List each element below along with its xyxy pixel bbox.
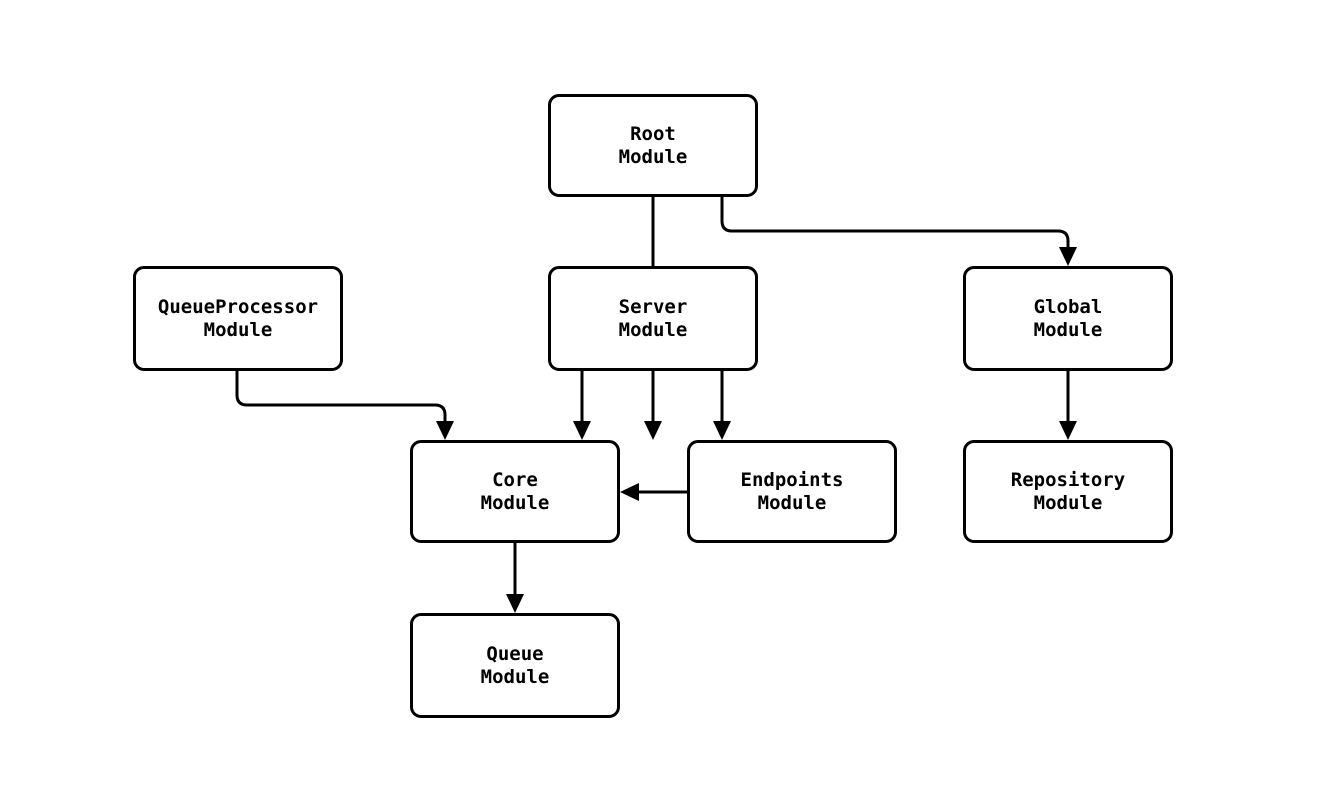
- node-root[interactable]: Root Module: [548, 94, 758, 197]
- edges-group: [235, 197, 1070, 605]
- arrowhead-server-core: [573, 421, 591, 440]
- node-server[interactable]: Server Module: [548, 266, 758, 371]
- arrowhead-endpoints-core: [620, 483, 639, 501]
- node-core[interactable]: Core Module: [410, 440, 620, 543]
- node-endpoints-label: Endpoints Module: [740, 468, 844, 514]
- arrowhead-global-repository: [1059, 421, 1077, 440]
- node-queue-label: Queue Module: [480, 642, 550, 688]
- node-endpoints[interactable]: Endpoints Module: [687, 440, 897, 543]
- node-server-label: Server Module: [618, 295, 688, 341]
- node-repository[interactable]: Repository Module: [963, 440, 1173, 543]
- arrowhead-queueprocessor-core: [436, 421, 454, 440]
- arrowhead-root-server: [644, 421, 662, 440]
- arrowheads-group: [436, 247, 1077, 613]
- edge-queueprocessor-core: [235, 371, 447, 432]
- node-queue[interactable]: Queue Module: [410, 613, 620, 718]
- arrowhead-core-queue: [506, 594, 524, 613]
- node-global[interactable]: Global Module: [963, 266, 1173, 371]
- edge-root-global: [720, 197, 1070, 258]
- arrowhead-root-global: [1059, 247, 1077, 266]
- node-global-label: Global Module: [1033, 295, 1103, 341]
- arrowhead-server-endpoints: [713, 421, 731, 440]
- node-core-label: Core Module: [480, 468, 550, 514]
- node-queueprocessor-label: QueueProcessor Module: [157, 295, 319, 341]
- node-queueprocessor[interactable]: QueueProcessor Module: [133, 266, 343, 371]
- node-repository-label: Repository Module: [1010, 468, 1126, 514]
- node-root-label: Root Module: [618, 122, 688, 168]
